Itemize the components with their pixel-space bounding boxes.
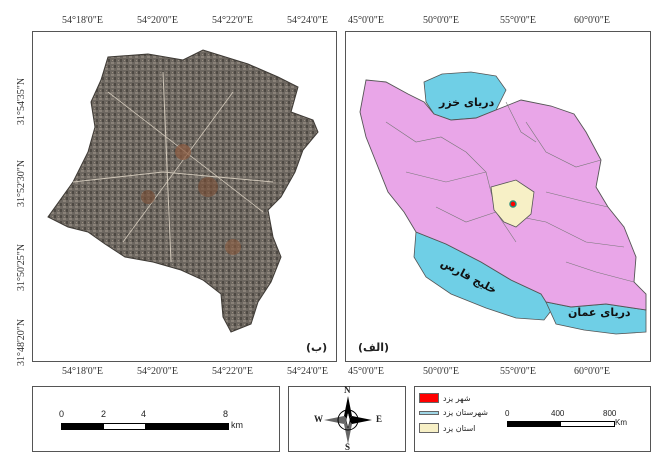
compass-w: W	[314, 414, 323, 424]
left-map-frame: (ب)	[32, 31, 337, 362]
left-bottom-tick: 54°18'0"E	[62, 366, 103, 377]
legend-panel: شهر یزد شهرستان یزد استان یزد 0 400 800 …	[414, 386, 651, 452]
left-top-tick: 54°24'0"E	[287, 15, 328, 26]
left-top-tick: 54°22'0"E	[212, 15, 253, 26]
km-scale-unit: Km	[615, 418, 627, 427]
left-top-tick: 54°20'0"E	[137, 15, 178, 26]
km-scale-bar	[507, 421, 615, 427]
yazd-city	[509, 200, 517, 208]
left-bottom-tick: 54°20'0"E	[137, 366, 178, 377]
legend-county-swatch	[419, 410, 439, 415]
left-side-tick: 31°54'35"N	[16, 77, 27, 125]
legend-city: شهر یزد	[419, 393, 471, 403]
compass-rose-icon	[324, 396, 372, 444]
right-bottom-tick: 45°0'0"E	[348, 366, 384, 377]
left-side-tick: 31°50'25"N	[16, 243, 27, 291]
right-bottom-tick: 50°0'0"E	[423, 366, 459, 377]
compass-s: S	[345, 442, 351, 452]
right-top-tick: 55°0'0"E	[500, 15, 536, 26]
right-bottom-tick: 55°0'0"E	[500, 366, 536, 377]
legend-city-swatch	[419, 393, 439, 403]
left-scale-panel: 0 2 4 8 km	[32, 386, 280, 452]
left-top-tick: 54°18'0"E	[62, 15, 103, 26]
scale-label-0: 0	[59, 409, 65, 419]
iran-location-map	[359, 71, 647, 335]
km-scale-label-0: 0	[505, 409, 510, 418]
gulf-of-oman-label: دریای عمان	[568, 306, 631, 319]
scale-label-2: 2	[101, 409, 107, 419]
caspian-label: دریای خزر	[439, 96, 495, 109]
yazd-city-satellite-map	[47, 49, 319, 333]
right-top-tick: 45°0'0"E	[348, 15, 384, 26]
scale-label-4: 4	[141, 409, 147, 419]
left-side-tick: 31°52'30"N	[16, 159, 27, 207]
compass-n: N	[344, 385, 351, 395]
left-side-tick: 31°48'20"N	[16, 318, 27, 366]
legend-province-swatch	[419, 423, 439, 433]
compass-e: E	[376, 414, 383, 424]
legend-county-label: شهرستان یزد	[443, 408, 488, 417]
left-bottom-tick: 54°24'0"E	[287, 366, 328, 377]
scale-unit: km	[231, 420, 243, 430]
legend-city-label: شهر یزد	[443, 393, 471, 403]
right-bottom-tick: 60°0'0"E	[574, 366, 610, 377]
km-scale-label-400: 400	[551, 409, 565, 418]
km-scale-label-800: 800	[603, 409, 617, 418]
legend-county: شهرستان یزد	[419, 408, 488, 417]
right-top-tick: 50°0'0"E	[423, 15, 459, 26]
compass-panel: N S W E	[288, 385, 406, 452]
left-panel-label: (ب)	[306, 341, 328, 354]
right-panel-label: (الف)	[358, 341, 390, 354]
right-top-tick: 60°0'0"E	[574, 15, 610, 26]
legend-province: استان یزد	[419, 423, 475, 433]
left-bottom-tick: 54°22'0"E	[212, 366, 253, 377]
scale-label-8: 8	[223, 409, 229, 419]
right-map-frame: دریای خزر خلیج فارس دریای عمان (الف)	[345, 31, 651, 362]
scale-bar	[61, 423, 229, 430]
legend-province-label: استان یزد	[443, 423, 476, 433]
